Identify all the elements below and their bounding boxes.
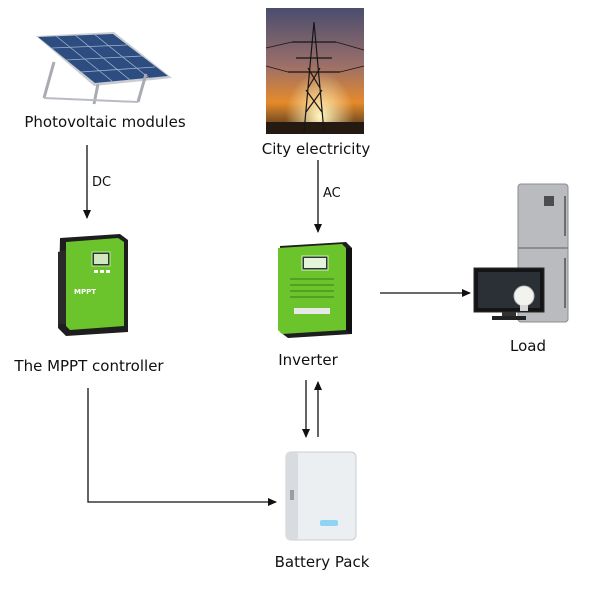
load-appliances-icon bbox=[473, 183, 569, 323]
mppt-controller-icon: MPPT bbox=[58, 234, 128, 336]
inverter-label: Inverter bbox=[278, 351, 338, 369]
mppt-controller-label: The MPPT controller bbox=[14, 357, 164, 375]
pv-modules-label: Photovoltaic modules bbox=[24, 113, 186, 131]
battery-pack-label: Battery Pack bbox=[274, 553, 370, 571]
battery-pack-icon bbox=[285, 451, 357, 541]
load-label: Load bbox=[510, 337, 546, 355]
power-pylon-icon bbox=[265, 8, 365, 134]
edge-label-ac: AC bbox=[323, 186, 341, 201]
city-electricity-label: City electricity bbox=[261, 140, 371, 158]
mppt-device-text: MPPT bbox=[74, 288, 96, 296]
edge-label-dc: DC bbox=[92, 175, 112, 190]
solar-panel-icon bbox=[36, 32, 172, 105]
inverter-icon bbox=[278, 242, 352, 338]
arrow-mppt-to-battery bbox=[87, 388, 277, 506]
